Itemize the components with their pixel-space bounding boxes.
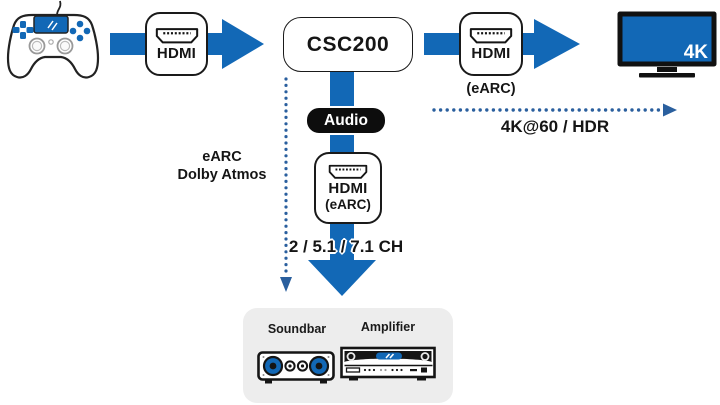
action-buttons-icon [69, 20, 91, 42]
soundbar-icon [257, 351, 335, 384]
analog-sticks-icon [28, 37, 74, 55]
hdmi-earc-audio-badge: HDMI (eARC) [314, 152, 382, 224]
amplifier-icon [340, 346, 436, 381]
game-controller-icon [6, 0, 100, 79]
audio-tag-label: Audio [324, 111, 368, 129]
hdmi-audio-label: HDMI [328, 180, 368, 197]
audio-channels-label: 2 / 5.1 / 7.1 CH [288, 237, 404, 256]
earc-annotation: eARC Dolby Atmos [160, 148, 284, 184]
hdmi-connector-icon [469, 27, 513, 43]
amplifier-label: Amplifier [360, 320, 416, 334]
earc-annotation-line1: eARC [202, 149, 242, 165]
earc-dotted-arrow [280, 77, 292, 292]
video-spec-dotted-arrow [432, 103, 677, 117]
tv-4k-icon: 4K [617, 11, 717, 78]
hdmi-input-badge: HDMI [145, 12, 208, 76]
hdmi-audio-sublabel: (eARC) [325, 197, 371, 212]
csc200-label: CSC200 [306, 32, 390, 56]
audio-devices-panel: Soundbar Amplifier [243, 308, 453, 403]
hdmi-connector-icon [155, 27, 198, 43]
earc-caption: (eARC) [466, 81, 516, 97]
dpad-icon [12, 21, 34, 39]
audio-tag: Audio [305, 106, 387, 135]
earc-annotation-line2: Dolby Atmos [177, 167, 267, 183]
hdmi-input-label: HDMI [156, 44, 197, 62]
amplifier-display-icon [376, 352, 402, 360]
hdmi-output-badge: HDMI [459, 12, 523, 76]
soundbar-label: Soundbar [267, 322, 327, 336]
hdmi-connector-icon [328, 164, 368, 179]
hdmi-output-label: HDMI [471, 44, 511, 62]
video-spec-label: 4K@60 / HDR [500, 117, 610, 136]
csc200-node: CSC200 [283, 17, 413, 72]
tv-4k-label: 4K [684, 42, 709, 63]
